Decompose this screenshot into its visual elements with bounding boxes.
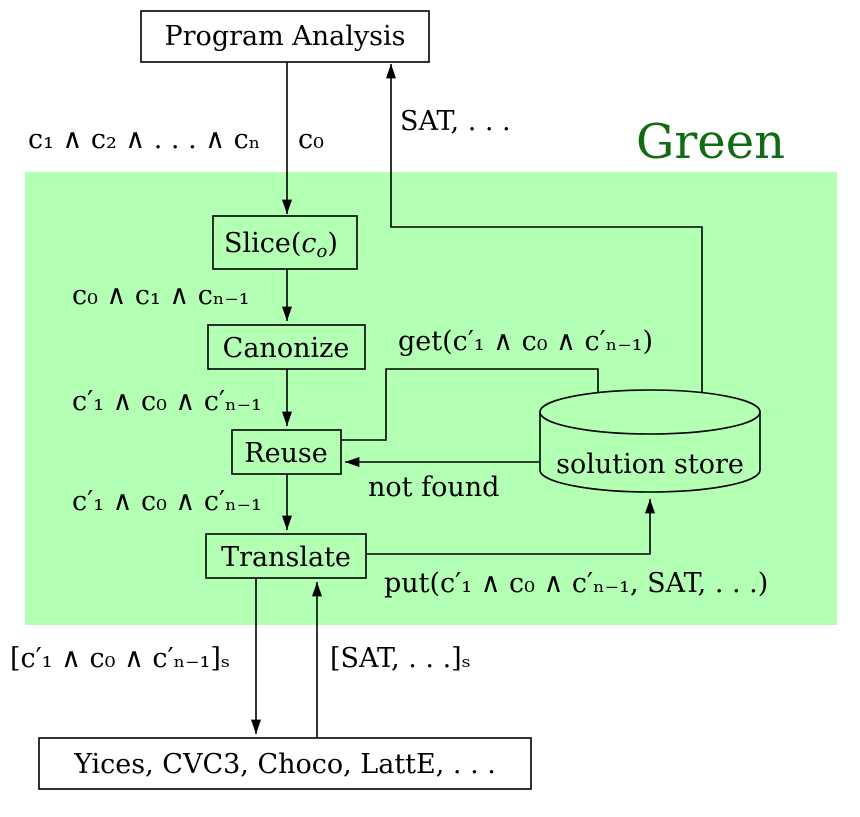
put-label: put(c′₁ ∧ c₀ ∧ c′ₙ₋₁, SAT, . . .) bbox=[384, 568, 768, 599]
canonize-box bbox=[207, 324, 366, 370]
arrow-reuse-to-store bbox=[341, 368, 604, 441]
solution-store-label: solution store bbox=[556, 449, 744, 480]
after-canonize-label: c′₁ ∧ c₀ ∧ c′ₙ₋₁ bbox=[72, 386, 262, 417]
input-query-label: c₀ bbox=[298, 124, 324, 155]
from-solver-label: [SAT, . . .]ₛ bbox=[330, 643, 471, 674]
get-label: get(c′₁ ∧ c₀ ∧ c′ₙ₋₁) bbox=[398, 326, 653, 357]
not-found-label: not found bbox=[368, 472, 499, 503]
canonize-label: Canonize bbox=[223, 333, 350, 364]
program-analysis-label: Program Analysis bbox=[164, 21, 405, 52]
arrow-store-to-analysis bbox=[385, 64, 703, 412]
program-analysis-box bbox=[140, 10, 430, 63]
solution-store-cylinder bbox=[539, 389, 761, 493]
arrow-translate-to-store bbox=[366, 499, 656, 555]
translate-box bbox=[205, 533, 367, 579]
slice-label: Slice(co) bbox=[224, 228, 338, 262]
green-title: Green bbox=[636, 114, 785, 170]
solvers-box bbox=[38, 737, 532, 790]
solvers-label: Yices, CVC3, Choco, LattE, . . . bbox=[73, 749, 496, 780]
input-constraints-label: c₁ ∧ c₂ ∧ . . . ∧ cₙ bbox=[28, 124, 260, 155]
translate-label: Translate bbox=[221, 542, 351, 573]
slice-box bbox=[212, 215, 358, 270]
to-solver-label: [c′₁ ∧ c₀ ∧ c′ₙ₋₁]ₛ bbox=[10, 643, 230, 674]
reuse-box bbox=[231, 429, 342, 475]
sat-result-label: SAT, . . . bbox=[400, 106, 511, 137]
after-reuse-label: c′₁ ∧ c₀ ∧ c′ₙ₋₁ bbox=[72, 486, 262, 517]
after-slice-label: c₀ ∧ c₁ ∧ cₙ₋₁ bbox=[72, 280, 250, 311]
reuse-label: Reuse bbox=[244, 438, 328, 469]
